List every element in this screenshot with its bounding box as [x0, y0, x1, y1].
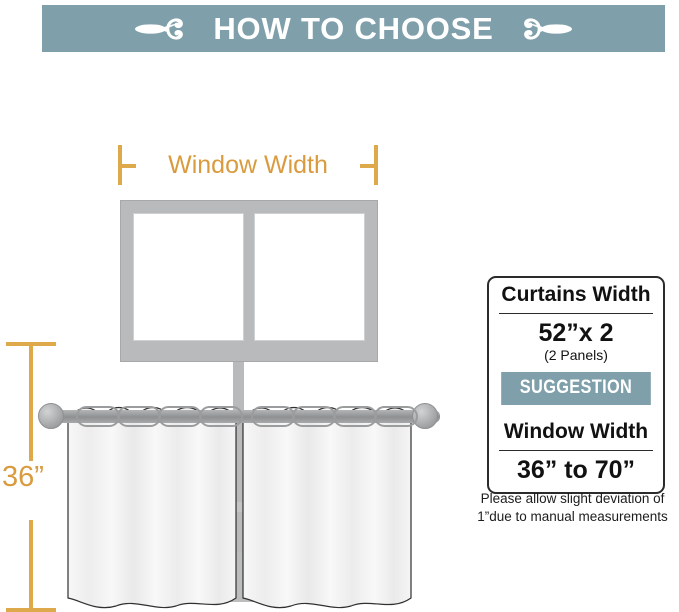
curtain-height-dimension-label: 36”: [2, 461, 44, 493]
curtain-rod-finial-left: [38, 403, 64, 429]
measurement-disclaimer: Please allow slight deviation of 1”due t…: [470, 490, 675, 526]
grommet: [333, 406, 377, 427]
width-dimension-arm-right: [360, 164, 374, 168]
curtain-diagram: Window Width 36”: [0, 52, 679, 612]
grommet: [158, 406, 202, 427]
width-dimension-arm-left: [122, 164, 136, 168]
width-dimension-cap-left: [118, 145, 122, 185]
page-title: HOW TO CHOOSE: [213, 11, 494, 46]
window-pane-right: [254, 213, 365, 341]
grommet: [251, 406, 295, 427]
curtains-width-sublabel: (2 Panels): [544, 347, 608, 364]
height-dimension-line-top: [29, 346, 33, 461]
curtain-panel-right: [241, 402, 413, 612]
curtains-width-value: 52”x 2: [538, 319, 614, 348]
curtain-panel-left: [66, 402, 238, 612]
grommet: [374, 406, 418, 427]
disclaimer-line-2: 1”due to manual measurements: [477, 509, 668, 524]
fleur-de-lis-icon-left: [135, 12, 187, 46]
suggestion-card: Curtains Width 52”x 2 (2 Panels) SUGGEST…: [487, 276, 665, 494]
grommet: [76, 406, 120, 427]
window-width-label: Window Width: [503, 419, 649, 443]
width-dimension-cap-right: [374, 145, 378, 185]
window-width-value: 36” to 70”: [516, 455, 636, 484]
grommet: [117, 406, 161, 427]
curtain-height-dimension: 36”: [0, 342, 66, 612]
suggestion-band: SUGGESTION: [501, 371, 651, 405]
window-width-dimension-label: Window Width: [168, 151, 328, 179]
card-divider-2: [499, 449, 653, 451]
curtains-width-label: Curtains Width: [501, 283, 651, 306]
fleur-de-lis-icon-right: [520, 12, 572, 46]
height-dimension-cap-bottom: [6, 608, 56, 612]
disclaimer-line-1: Please allow slight deviation of: [480, 491, 665, 506]
grommet: [292, 406, 336, 427]
window-mullion: [233, 362, 244, 578]
window-frame: [120, 200, 378, 362]
grommet: [199, 406, 243, 427]
card-divider-1: [499, 313, 653, 315]
height-dimension-line-bottom: [29, 520, 33, 608]
window-pane-left: [133, 213, 244, 341]
header-banner: HOW TO CHOOSE: [42, 5, 665, 52]
window-width-dimension: Window Width: [118, 145, 378, 187]
height-dimension-cap-top: [6, 342, 56, 346]
window-crossbar: [222, 502, 256, 512]
card-spacer: [489, 405, 663, 415]
